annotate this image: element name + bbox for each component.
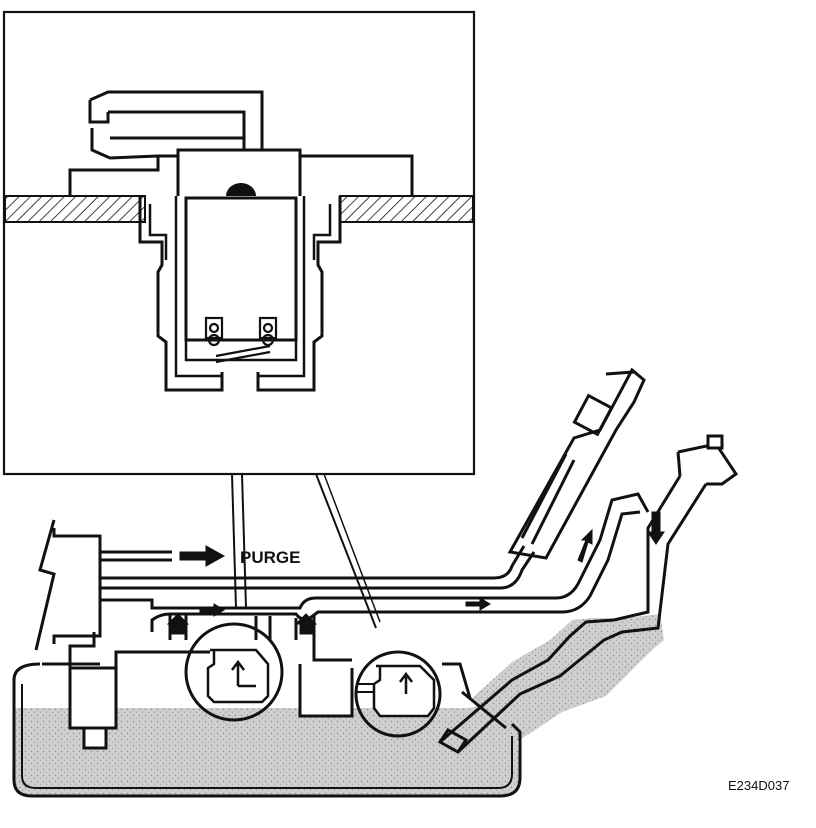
valve-outlet-pipe — [88, 90, 264, 160]
valve-spring-icon — [204, 316, 278, 364]
rollover-valve-right — [354, 650, 442, 738]
flow-arrows — [166, 511, 665, 635]
fuel-tank — [12, 614, 664, 798]
flow-arrow-icon — [465, 597, 491, 611]
valve-detail-inset — [2, 10, 476, 629]
tank-wall-section-right — [339, 195, 474, 223]
callout-leader-right — [315, 473, 377, 629]
purge-arrow-icon — [179, 545, 226, 567]
filler-neck — [437, 434, 739, 754]
vapor-lines — [34, 492, 650, 662]
canister-connector — [52, 528, 102, 644]
purge-label: PURGE — [240, 548, 300, 567]
filler-neck-fuel — [470, 614, 664, 742]
flow-arrow-icon — [199, 603, 225, 617]
fuel-liquid — [12, 700, 520, 796]
fuel-nozzle — [507, 367, 646, 560]
callout-leader-left-2 — [241, 473, 247, 609]
flow-arrow-icon — [294, 613, 318, 635]
callout-leader-left — [231, 473, 237, 609]
break-mark-icon — [34, 519, 56, 651]
rollover-valve-left — [184, 622, 284, 722]
flow-arrow-icon — [166, 613, 190, 635]
flow-arrow-icon — [577, 528, 593, 563]
fuel-pump-unit — [68, 666, 118, 730]
filler-cap — [676, 442, 739, 486]
valve-body — [138, 196, 342, 392]
flow-arrow-icon — [647, 511, 665, 545]
valve-float — [184, 196, 298, 342]
callout-leader-right-2 — [323, 473, 381, 623]
valve-flange — [68, 154, 414, 196]
tank-wall-section-left — [4, 195, 146, 223]
figure-code: E234D037 — [728, 778, 789, 793]
check-ball-icon — [226, 183, 256, 196]
